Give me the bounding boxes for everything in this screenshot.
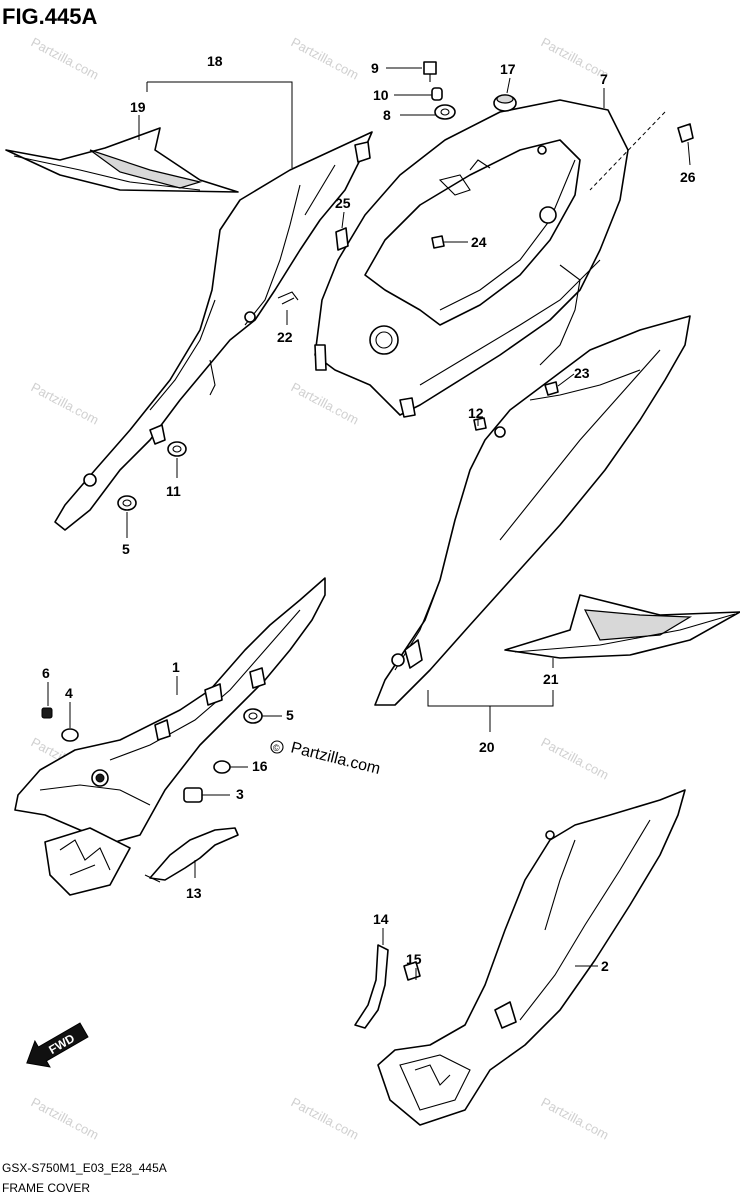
callout-9: 9 bbox=[371, 60, 379, 76]
callout-14: 14 bbox=[373, 911, 389, 927]
model-code: GSX-S750M1_E03_E28_445A bbox=[2, 1161, 167, 1175]
callout-23: 23 bbox=[574, 365, 590, 381]
leader-lines bbox=[47, 67, 691, 980]
copyright-symbol: © bbox=[273, 743, 280, 753]
figure-title: FIG.445A bbox=[2, 4, 97, 29]
part-7-tail-cowl bbox=[314, 99, 629, 418]
callout-26: 26 bbox=[680, 169, 696, 185]
callout-4: 4 bbox=[65, 685, 73, 701]
callout-8: 8 bbox=[383, 107, 391, 123]
callout-17: 17 bbox=[500, 61, 516, 77]
callout-6: 6 bbox=[42, 665, 50, 681]
fwd-arrow: FWD bbox=[26, 1022, 89, 1068]
center-watermark: © Partzilla.com bbox=[270, 739, 382, 778]
callout-15: 15 bbox=[406, 951, 422, 967]
callout-2: 2 bbox=[601, 958, 609, 974]
callout-16: 16 bbox=[252, 758, 268, 774]
callout-7: 7 bbox=[600, 71, 608, 87]
callout-12: 12 bbox=[468, 405, 484, 421]
callout-11: 11 bbox=[166, 483, 181, 499]
figure-name: FRAME COVER bbox=[2, 1181, 90, 1195]
part-14-bracket bbox=[354, 944, 389, 1029]
callout-24: 24 bbox=[471, 234, 487, 250]
callout-3: 3 bbox=[236, 786, 244, 802]
watermark-text: Partzilla.com bbox=[539, 734, 612, 782]
callout-25: 25 bbox=[335, 195, 351, 211]
callout-1: 1 bbox=[172, 659, 180, 675]
callout-19: 19 bbox=[130, 99, 146, 115]
callout-5b: 5 bbox=[286, 707, 294, 723]
callout-10: 10 bbox=[373, 87, 389, 103]
watermark-text: Partzilla.com bbox=[289, 34, 362, 82]
callout-20: 20 bbox=[479, 739, 495, 755]
watermark-text: Partzilla.com bbox=[29, 1094, 102, 1142]
part-19-decal bbox=[5, 127, 239, 193]
part-2-right-frame-cover bbox=[377, 789, 686, 1126]
part-21-decal bbox=[504, 594, 740, 659]
watermark-text: Partzilla.com bbox=[289, 1094, 362, 1142]
part-18-left-tail-cover bbox=[54, 131, 373, 531]
part-13-bracket bbox=[144, 827, 239, 883]
part-20-right-tail-cover bbox=[374, 315, 691, 706]
watermark-text: Partzilla.com bbox=[289, 379, 362, 427]
callout-5: 5 bbox=[122, 541, 130, 557]
callout-21: 21 bbox=[543, 671, 559, 687]
callout-18: 18 bbox=[207, 53, 223, 69]
center-watermark-text: Partzilla.com bbox=[289, 739, 382, 778]
watermark-text: Partzilla.com bbox=[539, 1094, 612, 1142]
callout-22: 22 bbox=[277, 329, 293, 345]
callouts: 18 19 9 10 8 17 7 26 25 24 22 23 12 11 5… bbox=[42, 53, 696, 974]
part-1-left-frame-cover bbox=[14, 577, 326, 896]
callout-13: 13 bbox=[186, 885, 202, 901]
watermark-text: Partzilla.com bbox=[29, 34, 102, 82]
watermark-text: Partzilla.com bbox=[29, 379, 102, 427]
